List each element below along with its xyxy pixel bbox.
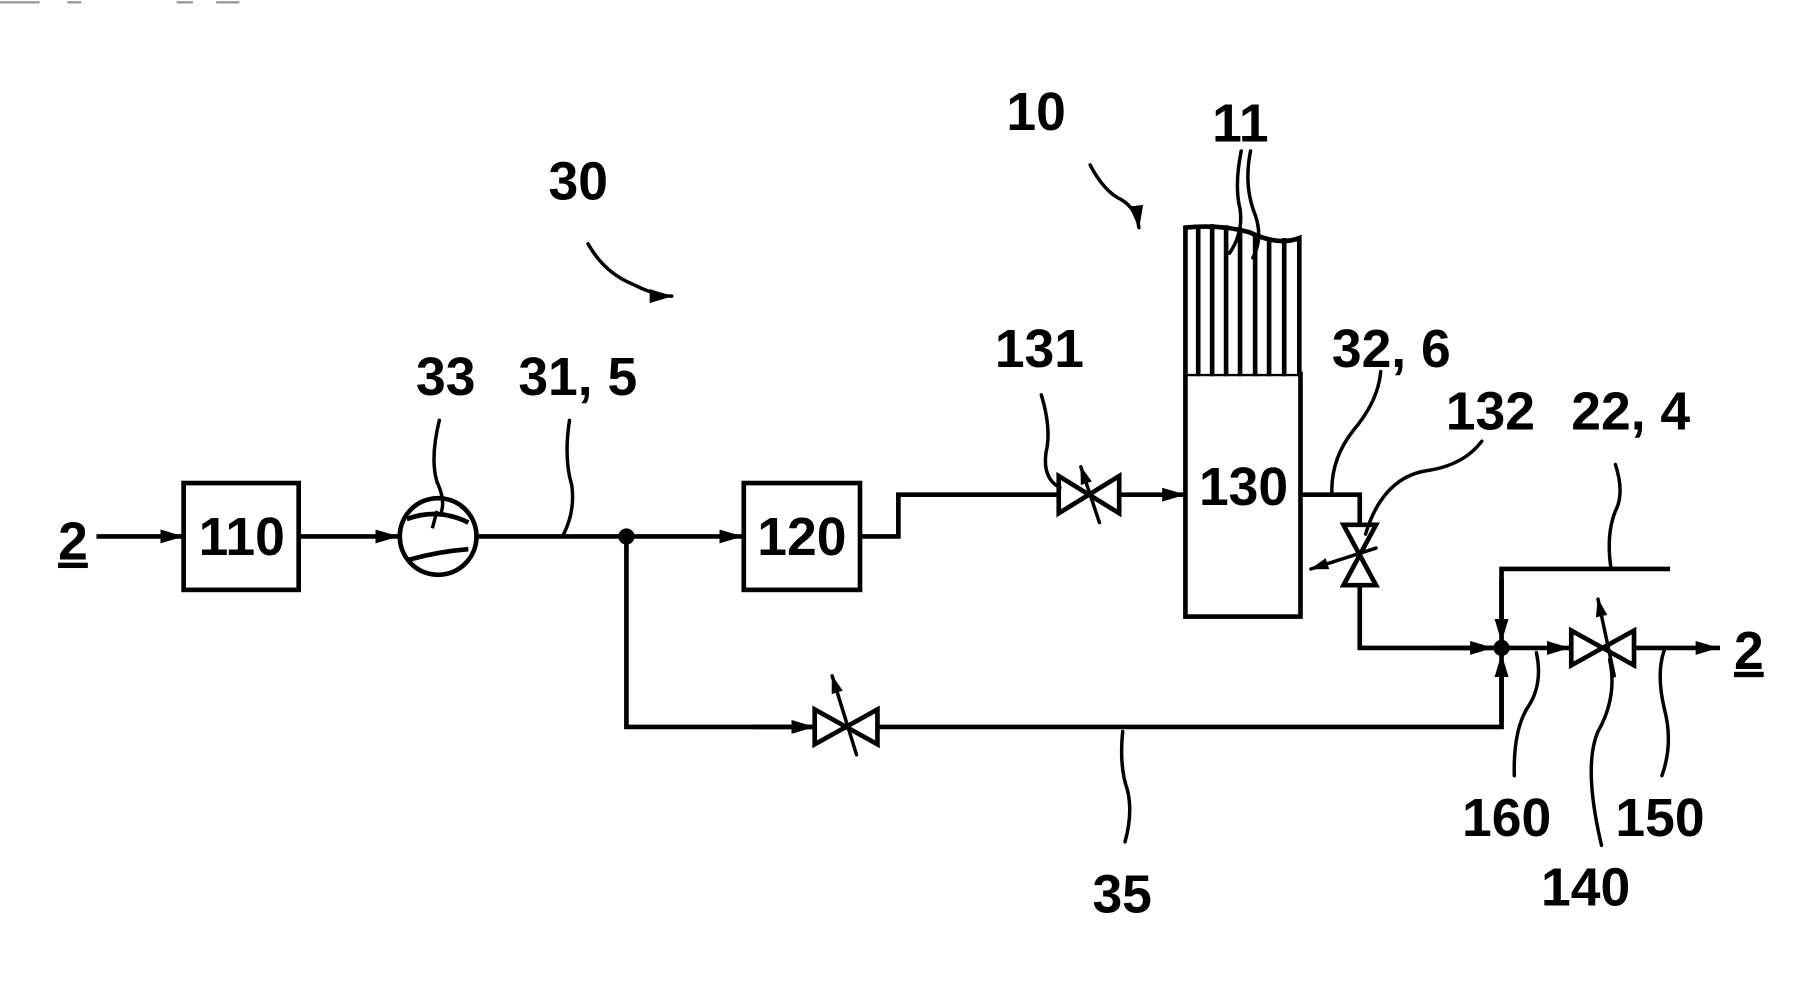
group-arrow-30 bbox=[588, 244, 672, 296]
label-150: 150 bbox=[1615, 789, 1704, 848]
label-31-5: 31, 5 bbox=[518, 348, 637, 407]
label-131: 131 bbox=[995, 320, 1084, 379]
line-32-6 bbox=[1300, 495, 1359, 525]
valve-140[interactable] bbox=[1571, 599, 1634, 676]
label-outlet-2: 2 bbox=[1734, 622, 1764, 681]
flow-lines bbox=[99, 495, 1718, 727]
label-10: 10 bbox=[1006, 83, 1065, 142]
line-132-to-160 bbox=[1360, 585, 1490, 648]
group-arrow-10 bbox=[1090, 165, 1139, 228]
valve-131[interactable] bbox=[1059, 467, 1119, 523]
label-32-6: 32, 6 bbox=[1332, 320, 1451, 379]
leader-22-4 bbox=[1609, 464, 1620, 566]
component-120[interactable]: 120 bbox=[744, 483, 860, 590]
leader-140 bbox=[1591, 660, 1612, 846]
junction-dot-160 bbox=[1493, 640, 1509, 656]
stack-10[interactable]: 130 bbox=[1185, 226, 1300, 616]
leader-31-5 bbox=[564, 420, 573, 534]
label-11: 11 bbox=[1212, 95, 1269, 154]
pump-icon bbox=[400, 498, 477, 575]
leader-lines bbox=[434, 151, 1668, 845]
label-30: 30 bbox=[549, 153, 608, 212]
leader-160 bbox=[1514, 653, 1538, 776]
adjust-arrow bbox=[832, 676, 856, 755]
reference-labels: 2 2 10 11 30 33 31, 5 131 32, 6 132 22, … bbox=[58, 83, 1764, 925]
component-120-label: 120 bbox=[757, 508, 846, 567]
component-110[interactable]: 110 bbox=[184, 483, 299, 590]
label-35: 35 bbox=[1092, 866, 1151, 925]
bypass-valve[interactable] bbox=[815, 676, 878, 755]
label-160: 160 bbox=[1462, 789, 1551, 848]
label-33: 33 bbox=[416, 348, 475, 407]
label-inlet-2: 2 bbox=[58, 513, 88, 572]
leader-35 bbox=[1122, 732, 1130, 842]
leader-150 bbox=[1660, 650, 1668, 775]
leader-132 bbox=[1366, 441, 1482, 534]
label-22-4: 22, 4 bbox=[1571, 383, 1690, 442]
line-120-to-131 bbox=[861, 495, 1057, 537]
label-140: 140 bbox=[1541, 859, 1630, 918]
component-110-label: 110 bbox=[199, 508, 285, 567]
junction-dot-upstream bbox=[618, 528, 634, 544]
pump-33[interactable] bbox=[400, 498, 477, 575]
cells-11 bbox=[1185, 226, 1299, 373]
component-130-label: 130 bbox=[1199, 458, 1288, 517]
leader-32-6 bbox=[1332, 372, 1381, 494]
bypass-line-35-b bbox=[879, 673, 1502, 726]
line-22-4 bbox=[1502, 569, 1668, 627]
label-132: 132 bbox=[1446, 383, 1535, 442]
